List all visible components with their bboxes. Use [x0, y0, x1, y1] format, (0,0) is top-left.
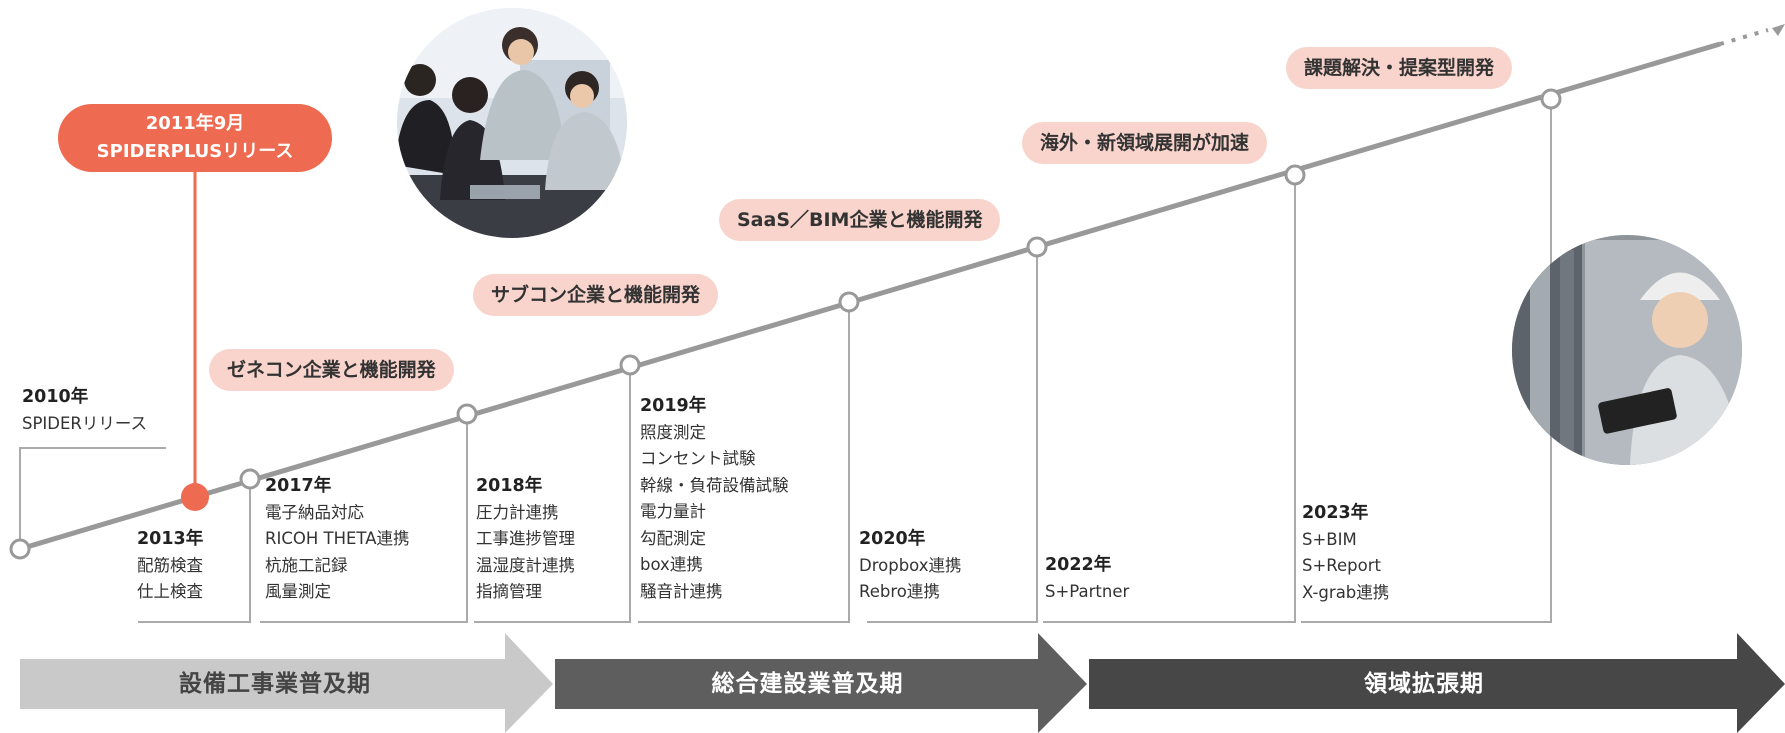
milestone-2010: 2010年 SPIDERリリース	[22, 384, 147, 437]
milestone-year: 2013年	[137, 529, 204, 549]
phase-label-general-construction: 総合建設業普及期	[711, 671, 904, 697]
milestone-year: 2019年	[640, 396, 707, 416]
milestone-item: 温湿度計連携	[476, 555, 575, 575]
office-team-photo	[397, 8, 627, 238]
milestone-item: Rebro連携	[859, 582, 940, 601]
milestone-year: 2010年	[22, 387, 89, 407]
milestone-year: 2022年	[1045, 555, 1112, 575]
milestone-item: RICOH THETA連携	[265, 529, 410, 548]
milestone-item: 配筋検査	[137, 555, 203, 575]
release-callout-date: 2011年9月	[145, 113, 245, 134]
milestone-item: 騒音計連携	[640, 581, 723, 601]
milestone-2018: 2018年 圧力計連携 工事進捗管理 温湿度計連携 指摘管理	[476, 473, 575, 606]
milestone-item: SPIDERリリース	[22, 413, 148, 433]
milestone-item: 指摘管理	[476, 582, 542, 601]
timeline-line	[19, 41, 1721, 552]
milestone-brackets	[19, 99, 1552, 623]
release-callout: 2011年9月 SPIDERPLUSリリース	[58, 104, 332, 172]
milestone-item: 照度測定	[640, 422, 706, 442]
milestone-item: 仕上検査	[137, 582, 203, 601]
phase-label-domain-expansion: 領域拡張期	[1364, 671, 1484, 697]
phase-arrow-3	[1089, 633, 1785, 733]
milestone-item: 風量測定	[265, 582, 331, 601]
timeline-arrowhead	[1772, 24, 1785, 36]
milestone-item: S+Partner	[1045, 581, 1130, 601]
milestone-item: 電子納品対応	[265, 502, 364, 522]
milestone-item: X-grab連携	[1302, 582, 1390, 602]
theme-pill-saas-bim: SaaS／BIM企業と機能開発	[719, 199, 1001, 241]
milestone-item: 電力量計	[640, 502, 706, 521]
milestone-2017: 2017年 電子納品対応 RICOH THETA連携 杭施工記録 風量測定	[265, 473, 410, 606]
release-marker-dot	[181, 483, 209, 511]
milestone-item: box連携	[640, 555, 703, 574]
milestone-item: S+BIM	[1302, 529, 1357, 549]
worker-with-tablet-photo	[1512, 235, 1742, 465]
phase-arrow-2	[555, 633, 1087, 733]
milestone-2019: 2019年 照度測定 コンセント試験 幹線・負荷設備試験 電力量計 勾配測定 b…	[640, 393, 789, 605]
milestone-item: 工事進捗管理	[476, 529, 575, 548]
timeline-line-dotted	[1719, 28, 1769, 46]
phase-arrow-1	[20, 633, 553, 733]
milestone-year: 2018年	[476, 476, 543, 496]
theme-pill-subcontractor: サブコン企業と機能開発	[473, 274, 719, 316]
milestone-2023: 2023年 S+BIM S+Report X-grab連携	[1302, 500, 1389, 606]
theme-pill-general-contractor: ゼネコン企業と機能開発	[209, 349, 454, 391]
milestone-item: 幹線・負荷設備試験	[640, 475, 789, 495]
milestone-2022: 2022年 S+Partner	[1045, 552, 1129, 605]
milestone-year: 2017年	[265, 476, 332, 496]
milestone-item: 圧力計連携	[476, 502, 559, 522]
milestone-year: 2023年	[1302, 503, 1369, 523]
milestone-year: 2020年	[859, 529, 926, 549]
milestone-item: 杭施工記録	[265, 555, 348, 575]
milestone-item: コンセント試験	[640, 449, 756, 468]
milestone-nodes	[9, 88, 1562, 560]
release-callout-title: SPIDERPLUSリリース	[96, 141, 294, 162]
milestone-2013: 2013年 配筋検査 仕上検査	[137, 526, 203, 606]
milestone-2020: 2020年 Dropbox連携 Rebro連携	[859, 526, 962, 606]
theme-pill-overseas-expansion: 海外・新領域展開が加速	[1022, 122, 1268, 164]
theme-pill-solution-development: 課題解決・提案型開発	[1286, 47, 1513, 89]
milestone-item: S+Report	[1302, 556, 1381, 575]
milestone-item: 勾配測定	[640, 528, 706, 548]
phase-label-equipment: 設備工事業普及期	[179, 671, 371, 697]
milestone-item: Dropbox連携	[859, 555, 962, 575]
